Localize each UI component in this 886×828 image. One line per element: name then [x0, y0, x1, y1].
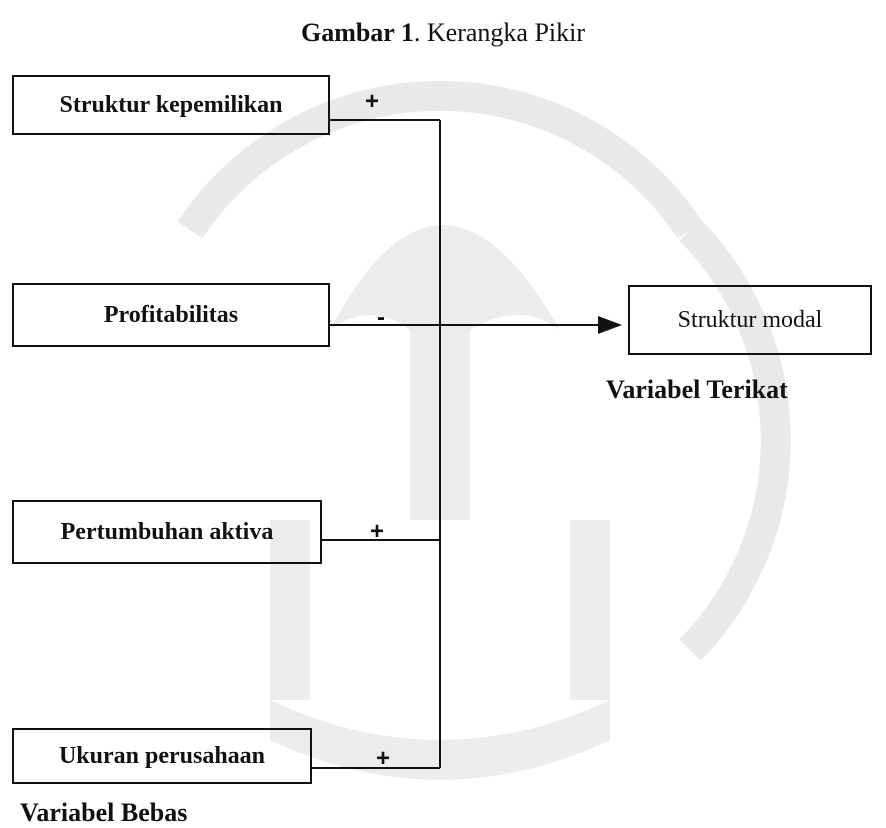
box-label: Ukuran perusahaan	[58, 743, 266, 769]
box-label: Pertumbuhan aktiva	[60, 519, 274, 545]
caption-number: Gambar 1	[300, 18, 414, 47]
box-struktur-modal: Struktur modal	[628, 285, 872, 355]
box-label: Struktur modal	[677, 307, 823, 333]
caption-title: . Kerangka Pikir	[413, 18, 586, 47]
box-label: Struktur kepemilikan	[59, 92, 283, 118]
sign-struktur-kepemilikan: +	[365, 88, 380, 115]
figure-caption: Gambar 1. Kerangka Pikir	[0, 18, 886, 48]
box-label: Profitabilitas	[103, 302, 239, 328]
sign-pertumbuhan-aktiva: +	[370, 518, 385, 545]
label-variabel-bebas: Variabel Bebas	[20, 798, 188, 827]
sign-profitabilitas: -	[377, 304, 385, 331]
arrow-head	[598, 316, 622, 334]
box-struktur-kepemilikan: Struktur kepemilikan	[12, 75, 330, 135]
sign-ukuran-perusahaan: +	[376, 745, 391, 772]
box-profitabilitas: Profitabilitas	[12, 283, 330, 347]
box-pertumbuhan-aktiva: Pertumbuhan aktiva	[12, 500, 322, 564]
box-ukuran-perusahaan: Ukuran perusahaan	[12, 728, 312, 784]
label-variabel-terikat: Variabel Terikat	[606, 375, 788, 404]
